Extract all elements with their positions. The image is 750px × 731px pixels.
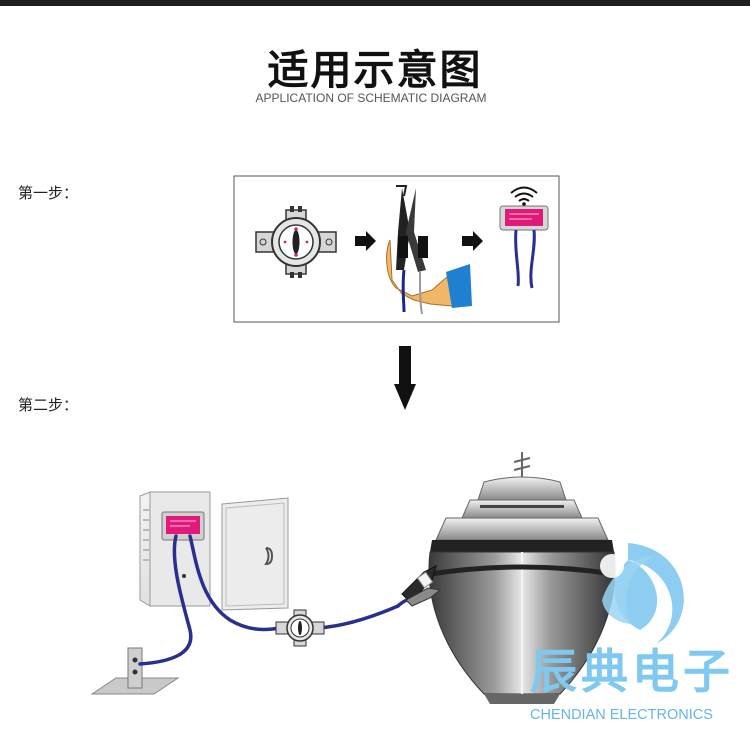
ship-icon	[428, 452, 616, 704]
electrical-cabinet-icon	[139, 491, 289, 611]
step-2-scene	[90, 452, 684, 704]
junction-box-icon	[275, 609, 325, 647]
hand-clamp-icon	[386, 185, 472, 315]
brand-logo-icon	[600, 543, 684, 644]
page-title: 适用示意图	[267, 46, 483, 94]
top-bar	[0, 0, 750, 6]
arrow-right-icon	[462, 231, 483, 251]
step-2-label: 第二步：	[18, 396, 79, 414]
step-1-panel	[233, 175, 560, 323]
step-1-label: 第一步：	[18, 184, 79, 202]
wireless-monitor-device-icon	[499, 186, 549, 289]
junction-box-icon	[255, 206, 337, 278]
ground-plate-icon	[90, 647, 180, 695]
brand-name-chinese: 辰典电子	[530, 645, 734, 700]
arrow-down-icon	[394, 346, 416, 410]
grounding-clamp-icon	[396, 565, 442, 608]
brand-name-english: CHENDIAN ELECTRONICS	[530, 707, 713, 723]
arrow-right-icon	[355, 231, 376, 251]
page-subtitle: APPLICATION OF SCHEMATIC DIAGRAM	[255, 91, 487, 105]
